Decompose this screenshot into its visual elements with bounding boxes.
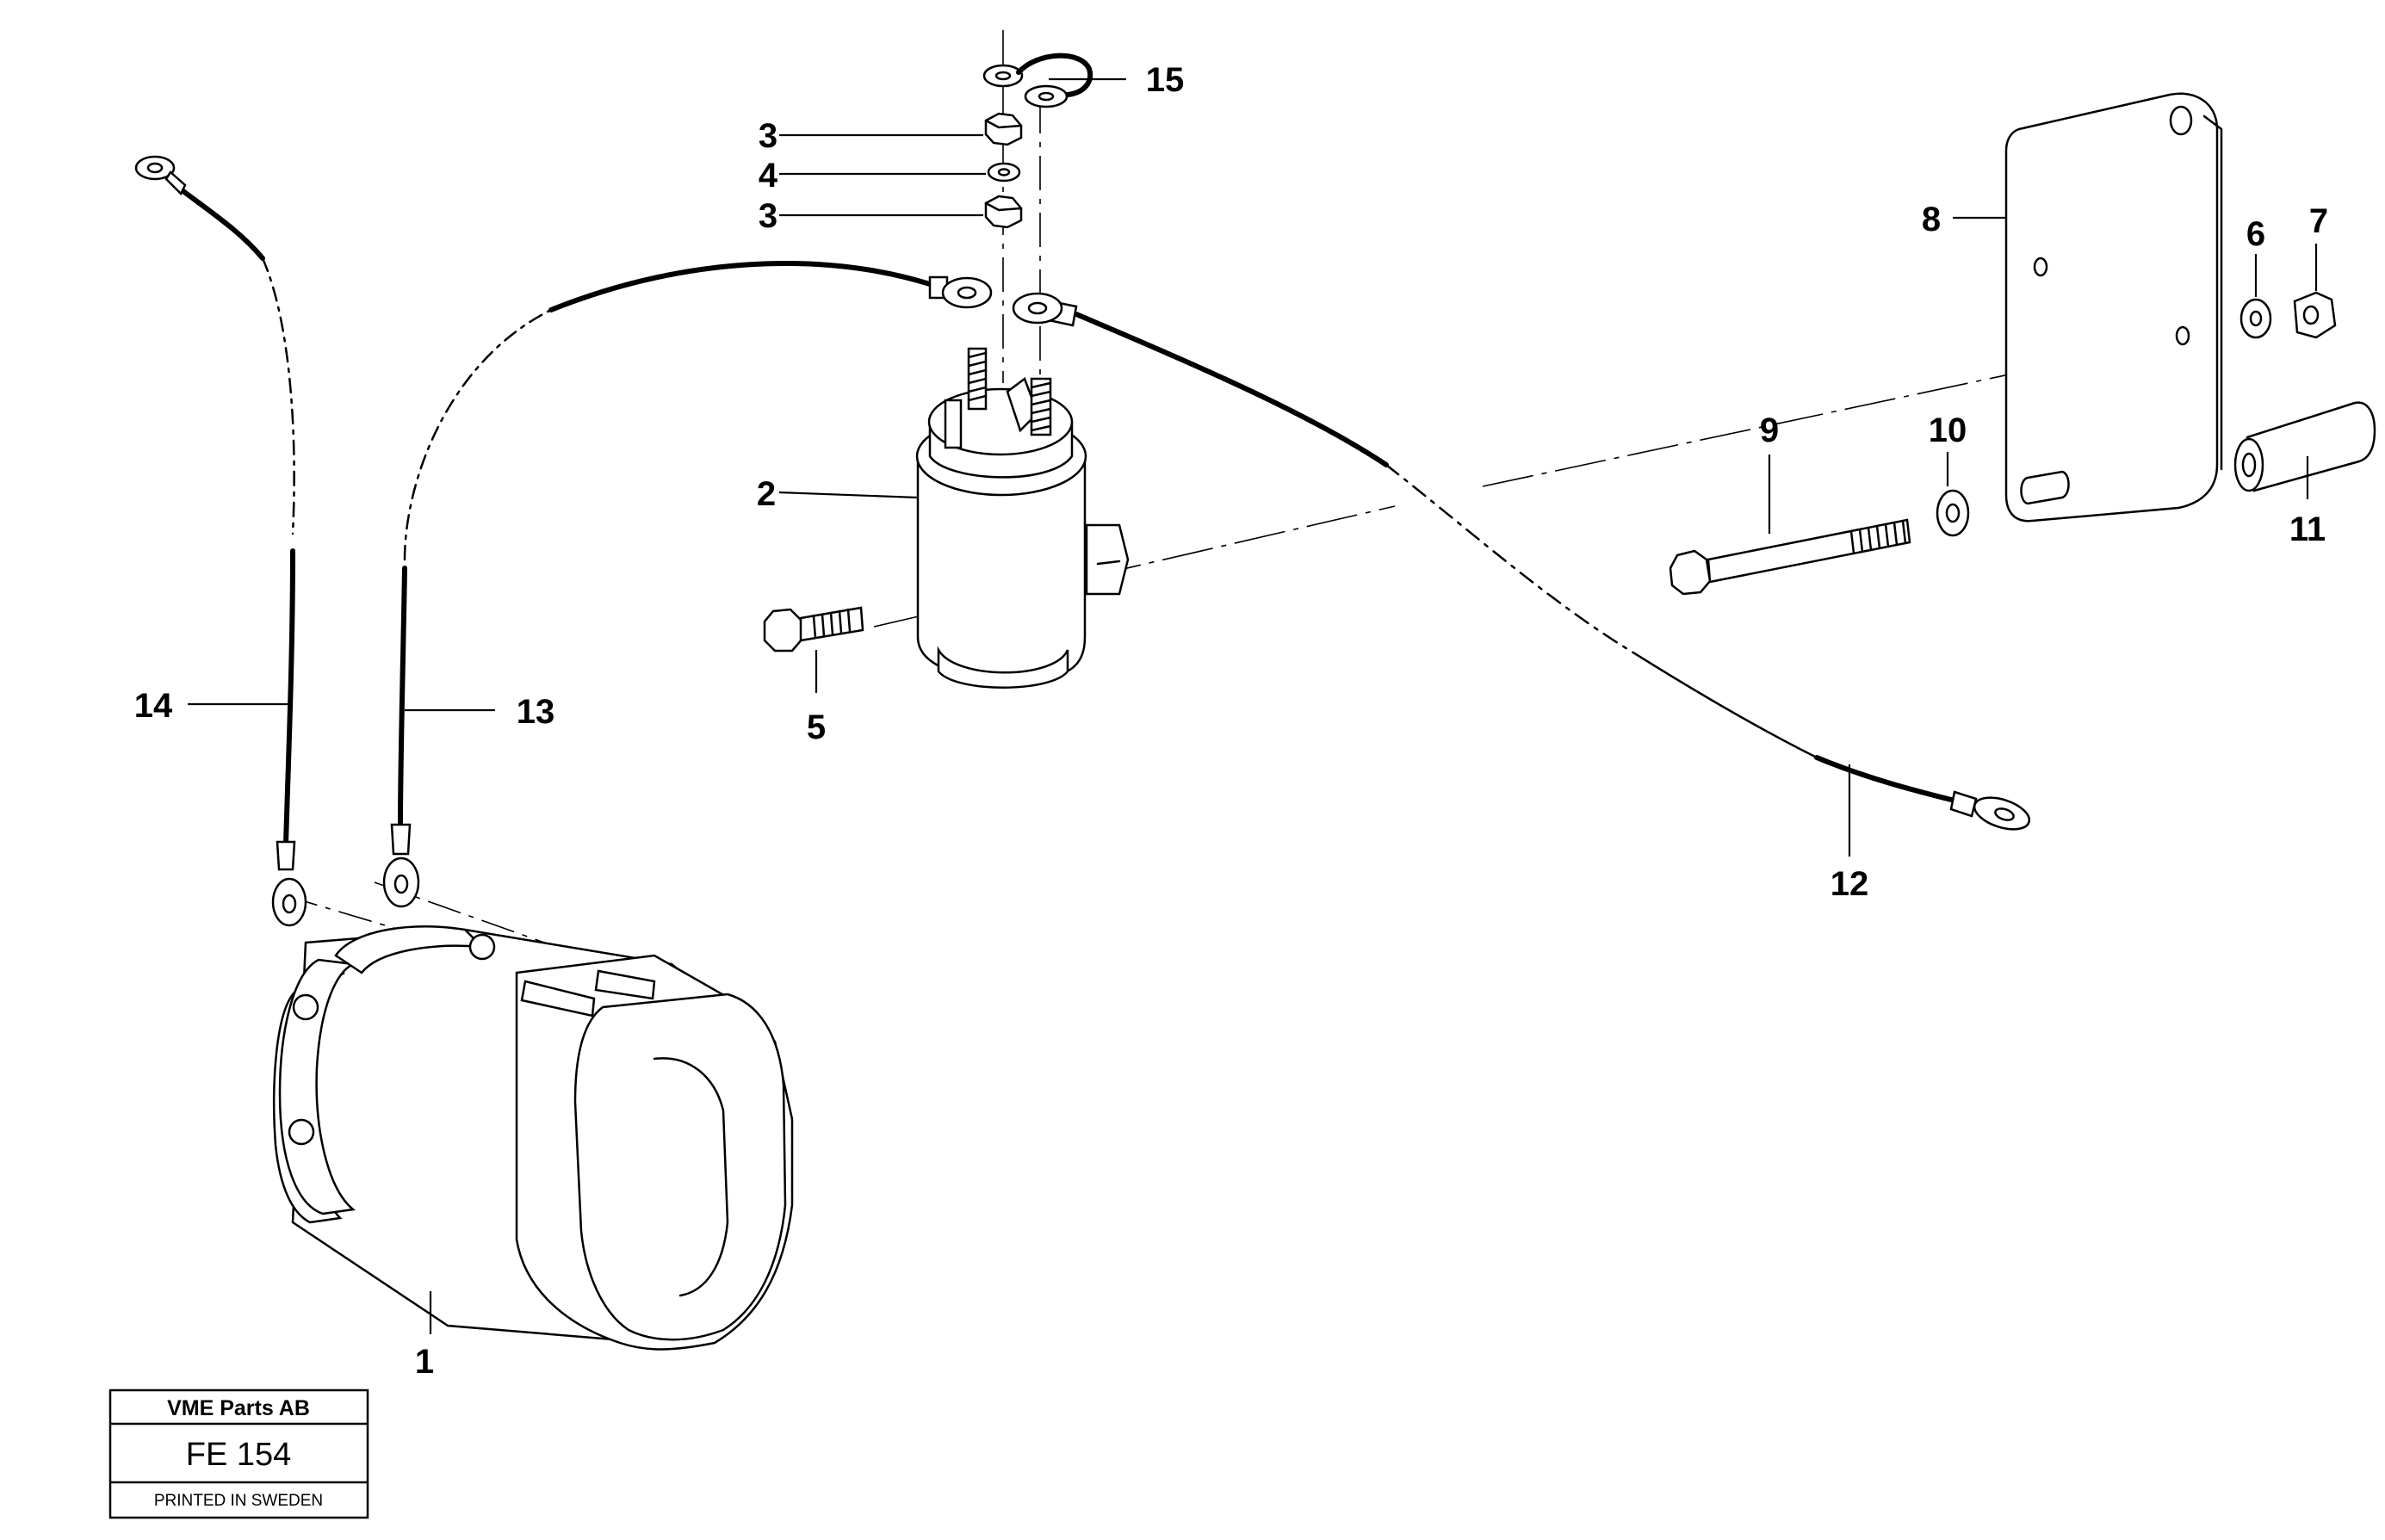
- washer-6: [2239, 298, 2272, 339]
- title-block-printed: PRINTED IN SWEDEN: [154, 1492, 323, 1510]
- title-block-code: FE 154: [186, 1437, 292, 1473]
- title-block: VME Parts AB FE 154 PRINTED IN SWEDEN: [108, 1388, 369, 1519]
- callout-7: 7: [2309, 202, 2328, 240]
- washer-4: [987, 162, 1021, 182]
- spacer-tube-11: [2233, 401, 2376, 492]
- callout-2: 2: [757, 475, 776, 513]
- cable-12: [1012, 292, 2031, 831]
- nut-3-lower: [984, 195, 1023, 229]
- callout-3-upper: 3: [759, 117, 777, 155]
- callout-labels: 15 3 4 3 2 5 8 6 7 9 10 11 12 13 14 1: [134, 61, 2328, 1381]
- callout-13: 13: [517, 693, 555, 731]
- nut-7: [2293, 291, 2337, 339]
- callout-1: 1: [415, 1343, 434, 1381]
- nut-3-upper: [984, 112, 1023, 146]
- callout-12: 12: [1831, 865, 1869, 903]
- title-block-company: VME Parts AB: [167, 1396, 310, 1420]
- callout-9: 9: [1760, 411, 1779, 449]
- bolt-9: [1669, 518, 1911, 596]
- washer-10: [1936, 489, 1970, 537]
- solenoid-relay-2: [915, 347, 1130, 689]
- callout-15: 15: [1146, 61, 1185, 99]
- callout-4: 4: [759, 157, 778, 195]
- callout-5: 5: [807, 708, 826, 746]
- screw-5: [763, 606, 864, 652]
- callout-8: 8: [1922, 201, 1941, 238]
- callout-3-lower: 3: [759, 197, 777, 235]
- callout-14: 14: [134, 687, 173, 725]
- starter-motor-1: [273, 925, 794, 1351]
- jumper-cable-15: [982, 53, 1093, 108]
- center-lines: [283, 30, 2192, 982]
- cable-14: [134, 155, 307, 927]
- callout-10: 10: [1929, 411, 1967, 449]
- bracket-plate-8: [2004, 92, 2223, 523]
- callout-11: 11: [2289, 510, 2326, 548]
- callout-leaders: [188, 77, 2318, 1334]
- cable-13: [382, 261, 993, 908]
- callout-6: 6: [2246, 215, 2265, 253]
